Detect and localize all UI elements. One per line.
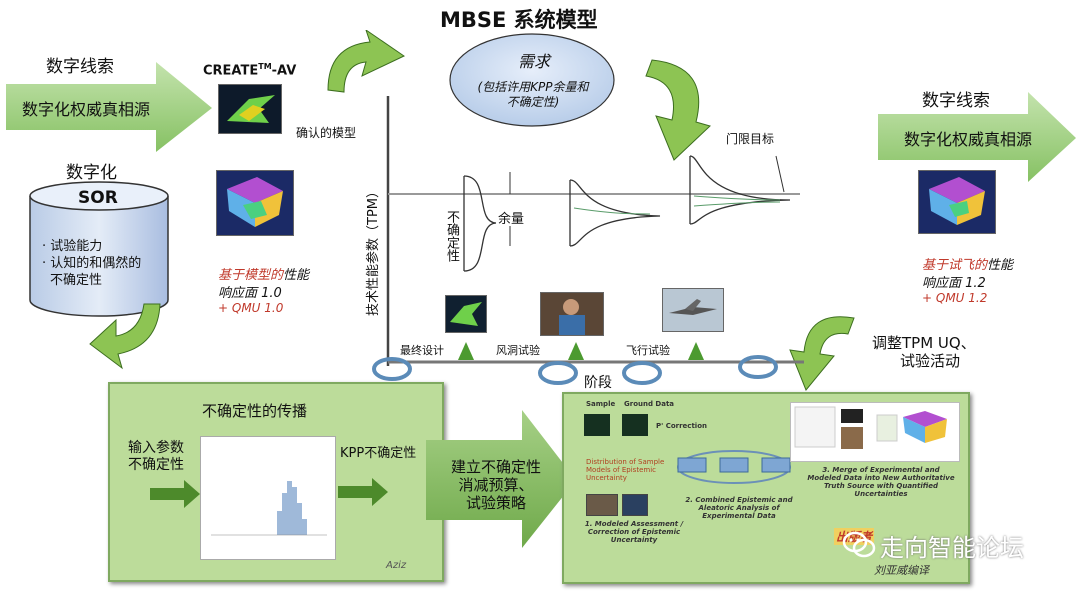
curved-arrow-icon (318, 30, 408, 100)
create-sup: TM (258, 62, 271, 71)
requirement-label: 需求 (518, 48, 550, 72)
sor-items: · 试验能力 · 认知的和偶然的 不确定性 (42, 238, 141, 289)
qmu-1-2: + QMU 1.2 (922, 291, 987, 305)
strategy-line: 试验策略 (440, 494, 552, 512)
wind-tunnel-image (540, 292, 604, 336)
strategy-line: 建立不确定性 (440, 458, 552, 476)
step-3-text: 3. Merge of Experimental and Modeled Dat… (806, 466, 956, 498)
response-surface-image-left (216, 170, 294, 236)
response-surface-1-0: 响应面 1.0 (218, 282, 282, 301)
sor-label: SOR (78, 188, 118, 208)
y-axis-label: 技术性能参数（TPM） (362, 176, 381, 316)
flight-based-text: 基于试飞的 (922, 258, 987, 273)
sample-photo (622, 494, 648, 516)
input-uncertainty-label: 不确定性 (128, 457, 184, 474)
p-correction-label: P' Correction (656, 422, 707, 430)
signature-left: Aziz (386, 560, 406, 571)
merge-figure (790, 402, 960, 462)
diagram-title: MBSE 系统模型 (440, 4, 598, 34)
output-arrow (338, 478, 390, 506)
step-1-text: 1. Modeled Assessment / Correction of Ep… (564, 520, 704, 544)
uncertainty-vertical-label: 不确定性 (444, 210, 458, 262)
distribution-note: Distribution of Sample Models of Epistem… (586, 458, 674, 482)
adjust-label-2: 试验活动 (900, 350, 960, 371)
sor-item: 不确定性 (42, 272, 141, 289)
response-surface-1-2: 响应面 1.2 (922, 272, 986, 291)
performance-text: 性能 (987, 258, 1013, 273)
create-suffix: -AV (272, 63, 297, 78)
final-design-image (445, 295, 487, 333)
margin-label: 余量 (498, 208, 524, 227)
performance-text: 性能 (283, 268, 309, 283)
ground-data-label: Ground Data (624, 400, 674, 408)
confirmed-model-label: 确认的模型 (296, 124, 356, 141)
flight-based-performance: 基于试飞的性能 (922, 254, 1013, 273)
input-params: 输入参数 不确定性 (128, 440, 184, 474)
stage-label: 风洞试验 (496, 342, 540, 358)
threshold-label: 门限目标 (726, 130, 774, 147)
right-authoritative-source: 数字化权威真相源 (904, 126, 1032, 150)
wechat-icon (842, 530, 876, 560)
watermark: 走向智能论坛 (880, 528, 1024, 563)
step-2-text: 2. Combined Epistemic and Aleatoric Anal… (684, 496, 794, 520)
flight-test-image (662, 288, 724, 332)
create-av-aircraft-image (218, 84, 282, 134)
ground-thumb (622, 414, 648, 436)
strategy-text: 建立不确定性 消减预算、 试验策略 (440, 458, 552, 512)
qmu-1-0: + QMU 1.0 (218, 301, 283, 315)
cycle-icon (622, 360, 662, 386)
kpp-uncertainty-label: KPP不确定性 (340, 442, 416, 461)
translator-label: 刘亚威编译 (874, 562, 929, 578)
process-cycle (672, 446, 796, 488)
response-surface-image-right (918, 170, 996, 234)
sample-photo (586, 494, 618, 516)
propagation-plot (200, 436, 336, 560)
strategy-line: 消减预算、 (440, 476, 552, 494)
phase-label: 阶段 (584, 372, 612, 392)
sor-item: · 认知的和偶然的 (42, 255, 141, 272)
model-based-text: 基于模型的 (218, 268, 283, 283)
cycle-icon (538, 360, 578, 386)
propagation-title: 不确定性的传播 (202, 400, 307, 421)
sor-item: · 试验能力 (42, 238, 141, 255)
model-based-performance: 基于模型的性能 (218, 264, 309, 283)
left-authoritative-source: 数字化权威真相源 (22, 96, 150, 120)
curved-arrow-icon (88, 298, 170, 382)
sample-thumb (584, 414, 610, 436)
create-text: CREATE (203, 63, 258, 78)
input-params-label: 输入参数 (128, 440, 184, 457)
stage-label: 飞行试验 (626, 342, 670, 358)
cycle-icon (372, 356, 412, 382)
cycle-icon (738, 354, 778, 380)
create-av-label: CREATETM-AV (203, 62, 296, 78)
sample-label: Sample (586, 400, 615, 408)
input-arrow (150, 480, 202, 508)
